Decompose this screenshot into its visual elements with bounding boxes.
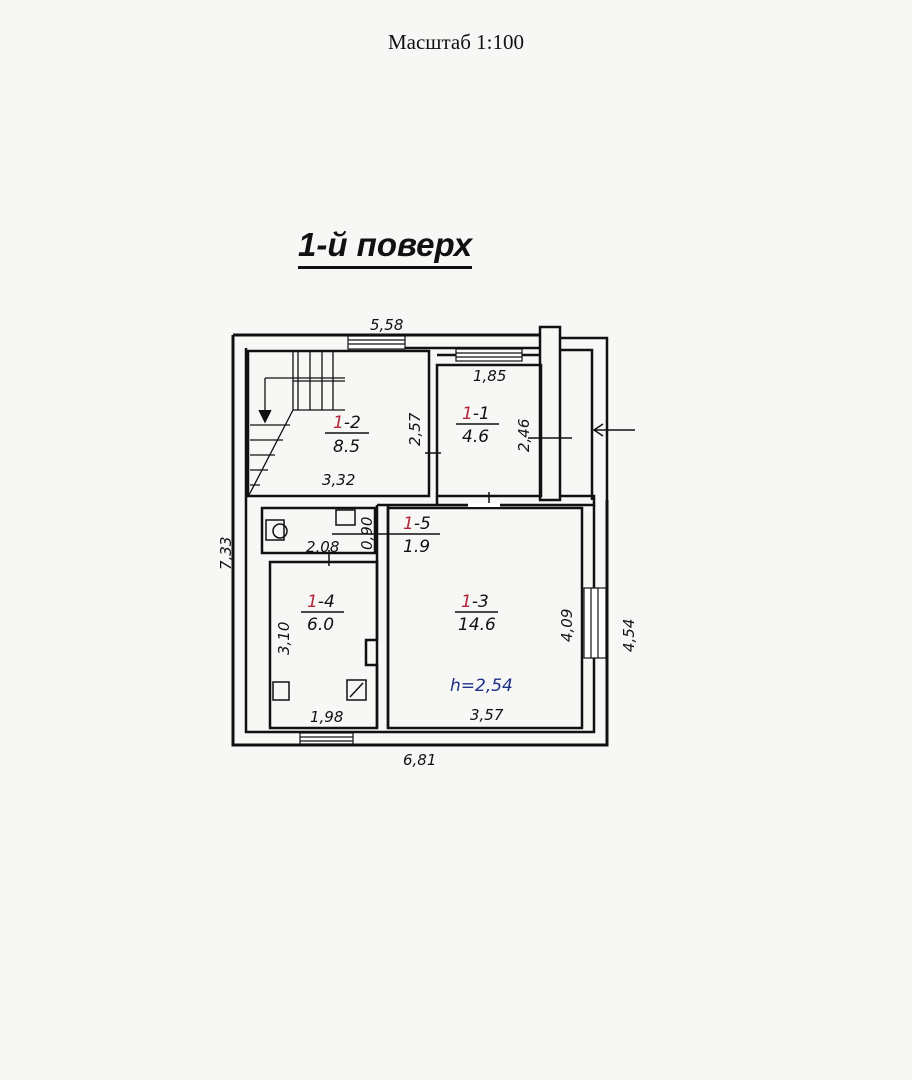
floor-title: 1-й поверх	[298, 226, 473, 269]
dim-right-total: 4,54	[620, 619, 638, 652]
room-1-4-area: 6.0	[307, 615, 334, 635]
dim-room12-height: 2,57	[406, 412, 424, 446]
stairs-icon	[247, 352, 345, 498]
window	[347, 335, 406, 350]
windows	[299, 335, 607, 745]
dim-left-total: 7,33	[217, 537, 235, 570]
column	[538, 325, 562, 502]
dim-room13-width: 3,57	[470, 706, 504, 724]
dim-room11-height: 2,46	[515, 419, 533, 452]
partition	[375, 505, 390, 728]
scale-label: Масштаб 1:100	[387, 30, 524, 54]
outer-wall	[231, 333, 609, 747]
toilet-bowl-icon	[272, 523, 288, 539]
room-1-5-area: 1.9	[403, 537, 430, 557]
dim-room12-width: 3,32	[322, 471, 355, 489]
room-1-3-label: 1-3	[461, 592, 489, 612]
dim-wc-width: 2,08	[306, 538, 339, 556]
toilet-icon	[265, 519, 285, 541]
ceiling-height: h=2,54	[450, 676, 513, 696]
window	[455, 348, 523, 362]
room-1-1-area: 4.6	[462, 427, 489, 447]
dim-room14-height: 3,10	[275, 622, 293, 655]
dim-room11-width: 1,85	[473, 367, 506, 385]
room-1-2-outline	[246, 349, 431, 498]
dim-top-total: 5,58	[370, 316, 403, 334]
sink-icon	[335, 509, 356, 526]
room-1-5-label: 1-5	[403, 514, 431, 534]
dim-wc-height: 0,90	[358, 517, 376, 550]
boiler-icon	[346, 679, 367, 701]
dim-room13-height: 4,09	[558, 609, 576, 642]
window	[583, 587, 607, 659]
sink-icon	[272, 681, 290, 701]
dim-bottom-total: 6,81	[403, 751, 436, 769]
room-label-lines	[301, 423, 499, 613]
wc-outline	[260, 506, 377, 555]
dim-room14-width: 1,98	[310, 708, 343, 726]
entrance-arrow-icon	[528, 423, 635, 439]
window	[299, 732, 354, 745]
porch	[560, 336, 609, 518]
room-1-2-label: 1-2	[333, 413, 361, 433]
doors	[328, 452, 500, 566]
room-1-1-label: 1-1	[462, 404, 490, 424]
room-1-4-label: 1-4	[307, 592, 335, 612]
room-1-2-area: 8.5	[333, 437, 360, 457]
room-1-3-area: 14.6	[458, 615, 496, 635]
